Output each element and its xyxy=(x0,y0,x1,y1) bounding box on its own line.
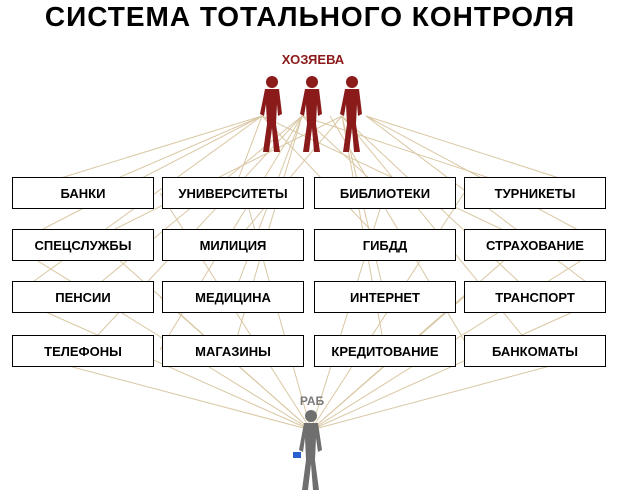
phone-icon xyxy=(293,452,301,458)
owner-figure-center xyxy=(300,76,322,152)
control-box: ТЕЛЕФОНЫ xyxy=(12,335,154,367)
owners-figures xyxy=(260,76,362,152)
connection-line xyxy=(310,244,607,431)
connection-line xyxy=(11,296,312,431)
slave-label: РАБ xyxy=(299,394,325,408)
slave-figure xyxy=(293,410,322,490)
control-box: ТУРНИКЕТЫ xyxy=(464,177,606,209)
control-box: СПЕЦСЛУЖБЫ xyxy=(12,229,154,261)
control-box: БАНКОМАТЫ xyxy=(464,335,606,367)
control-box: БАНКИ xyxy=(12,177,154,209)
control-box: ГИБДД xyxy=(314,229,456,261)
control-box: МАГАЗИНЫ xyxy=(162,335,304,367)
control-box: УНИВЕРСИТЕТЫ xyxy=(162,177,304,209)
owner-figure-left xyxy=(260,76,282,152)
connection-line xyxy=(310,296,607,431)
page-title: СИСТЕМА ТОТАЛЬНОГО КОНТРОЛЯ xyxy=(44,1,576,32)
connection-line xyxy=(11,244,312,431)
control-box: БИБЛИОТЕКИ xyxy=(314,177,456,209)
owners-label: ХОЗЯЕВА xyxy=(281,52,345,67)
control-box: КРЕДИТОВАНИЕ xyxy=(314,335,456,367)
connection-line xyxy=(83,228,312,431)
control-box: ПЕНСИИ xyxy=(12,281,154,313)
control-box: СТРАХОВАНИЕ xyxy=(464,229,606,261)
control-box: МИЛИЦИЯ xyxy=(162,229,304,261)
connection-line xyxy=(310,228,541,431)
control-box: ТРАНСПОРТ xyxy=(464,281,606,313)
owner-figure-right xyxy=(340,76,362,152)
control-box: ИНТЕРНЕТ xyxy=(314,281,456,313)
control-box: МЕДИЦИНА xyxy=(162,281,304,313)
